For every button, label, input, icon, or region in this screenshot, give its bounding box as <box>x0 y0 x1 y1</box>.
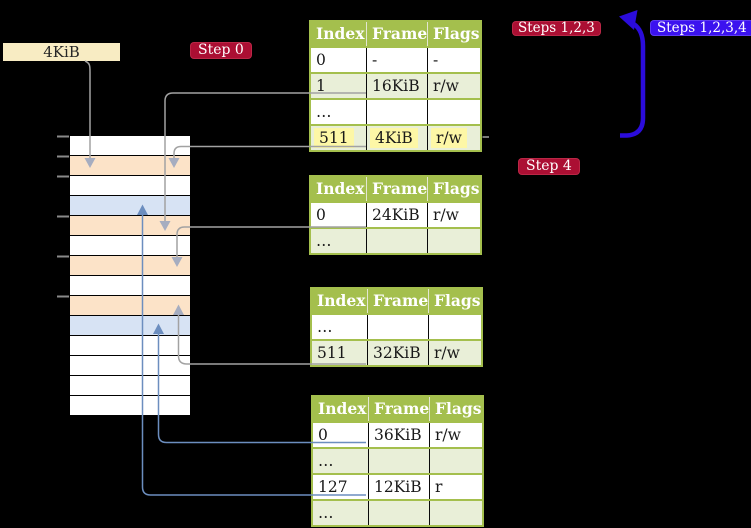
table-cell: 0 <box>311 203 366 227</box>
highlighted-entry: 511 <box>314 128 354 148</box>
memory-frame-row <box>70 296 190 315</box>
memory-frame-row <box>70 276 190 295</box>
table-cell: r/w <box>429 423 482 447</box>
table-cell <box>429 501 482 525</box>
table-cell <box>368 501 429 525</box>
table-header-cell: Frame <box>366 22 427 46</box>
table-header-cell: Frame <box>368 397 429 421</box>
physical-memory-column <box>70 136 190 416</box>
memory-frame-row <box>70 136 190 155</box>
table-cell <box>366 229 427 253</box>
table-cell: r/w <box>427 203 480 227</box>
table-cell <box>429 449 482 473</box>
memory-frame-row <box>70 236 190 255</box>
table-cell: … <box>311 229 366 253</box>
table-cell: r/w <box>427 126 480 150</box>
table-cell: - <box>427 48 480 72</box>
memory-frame-row <box>70 216 190 235</box>
table-cell: … <box>312 315 367 339</box>
memory-frame-row <box>70 156 190 175</box>
frame-size-legend: 4KiB <box>3 43 120 61</box>
table-cell: 1 <box>311 74 366 98</box>
memory-tick-marks <box>57 135 69 298</box>
memory-frame-row <box>70 316 190 335</box>
memory-frame-row <box>70 196 190 215</box>
table-cell: 0 <box>313 423 368 447</box>
table-cell: 16KiB <box>366 74 427 98</box>
table-cell: 24KiB <box>366 203 427 227</box>
memory-frame-row <box>70 376 190 395</box>
table-header-cell: Flags <box>427 177 480 201</box>
table-cell: … <box>311 100 366 124</box>
recursive-loop-arrow <box>620 20 646 138</box>
table-header-cell: Index <box>313 397 368 421</box>
table-cell <box>427 229 480 253</box>
table-cell: 12KiB <box>368 475 429 499</box>
steps-1234-label: Steps 1,2,3,4 <box>650 20 751 36</box>
steps-123-label: Steps 1,2,3 <box>512 21 601 36</box>
table-header-cell: Frame <box>366 177 427 201</box>
table-cell: r/w <box>427 74 480 98</box>
recursive-loop-arrow-head <box>619 10 638 30</box>
table-cell: 511 <box>312 341 367 365</box>
table-header-cell: Flags <box>427 22 480 46</box>
step-4-label: Step 4 <box>518 158 580 175</box>
memory-frame-row <box>70 396 190 415</box>
table-header-cell: Index <box>311 177 366 201</box>
memory-frame-row <box>70 336 190 355</box>
table-cell <box>428 315 481 339</box>
table-cell: 4KiB <box>366 126 427 150</box>
table-cell: 127 <box>313 475 368 499</box>
table-cell: 511 <box>311 126 366 150</box>
table-cell <box>427 100 480 124</box>
highlighted-entry: r/w <box>431 128 467 148</box>
table-cell: 36KiB <box>368 423 429 447</box>
memory-frame-row <box>70 256 190 275</box>
table-header-cell: Index <box>312 289 367 313</box>
memory-frame-row <box>70 356 190 375</box>
table-cell: 32KiB <box>367 341 428 365</box>
table-cell: … <box>313 501 368 525</box>
highlighted-entry: 4KiB <box>370 128 418 148</box>
table-cell: … <box>313 449 368 473</box>
table-cell: r/w <box>428 341 481 365</box>
table-header-cell: Index <box>311 22 366 46</box>
memory-frame-row <box>70 176 190 195</box>
table-header-cell: Flags <box>429 397 482 421</box>
table-cell: 0 <box>311 48 366 72</box>
table-header-cell: Flags <box>428 289 481 313</box>
table-cell <box>367 315 428 339</box>
table-cell: r <box>429 475 482 499</box>
table-header-cell: Frame <box>367 289 428 313</box>
step-0-label: Step 0 <box>190 42 252 59</box>
table-cell: - <box>366 48 427 72</box>
table-cell <box>366 100 427 124</box>
table-cell <box>368 449 429 473</box>
